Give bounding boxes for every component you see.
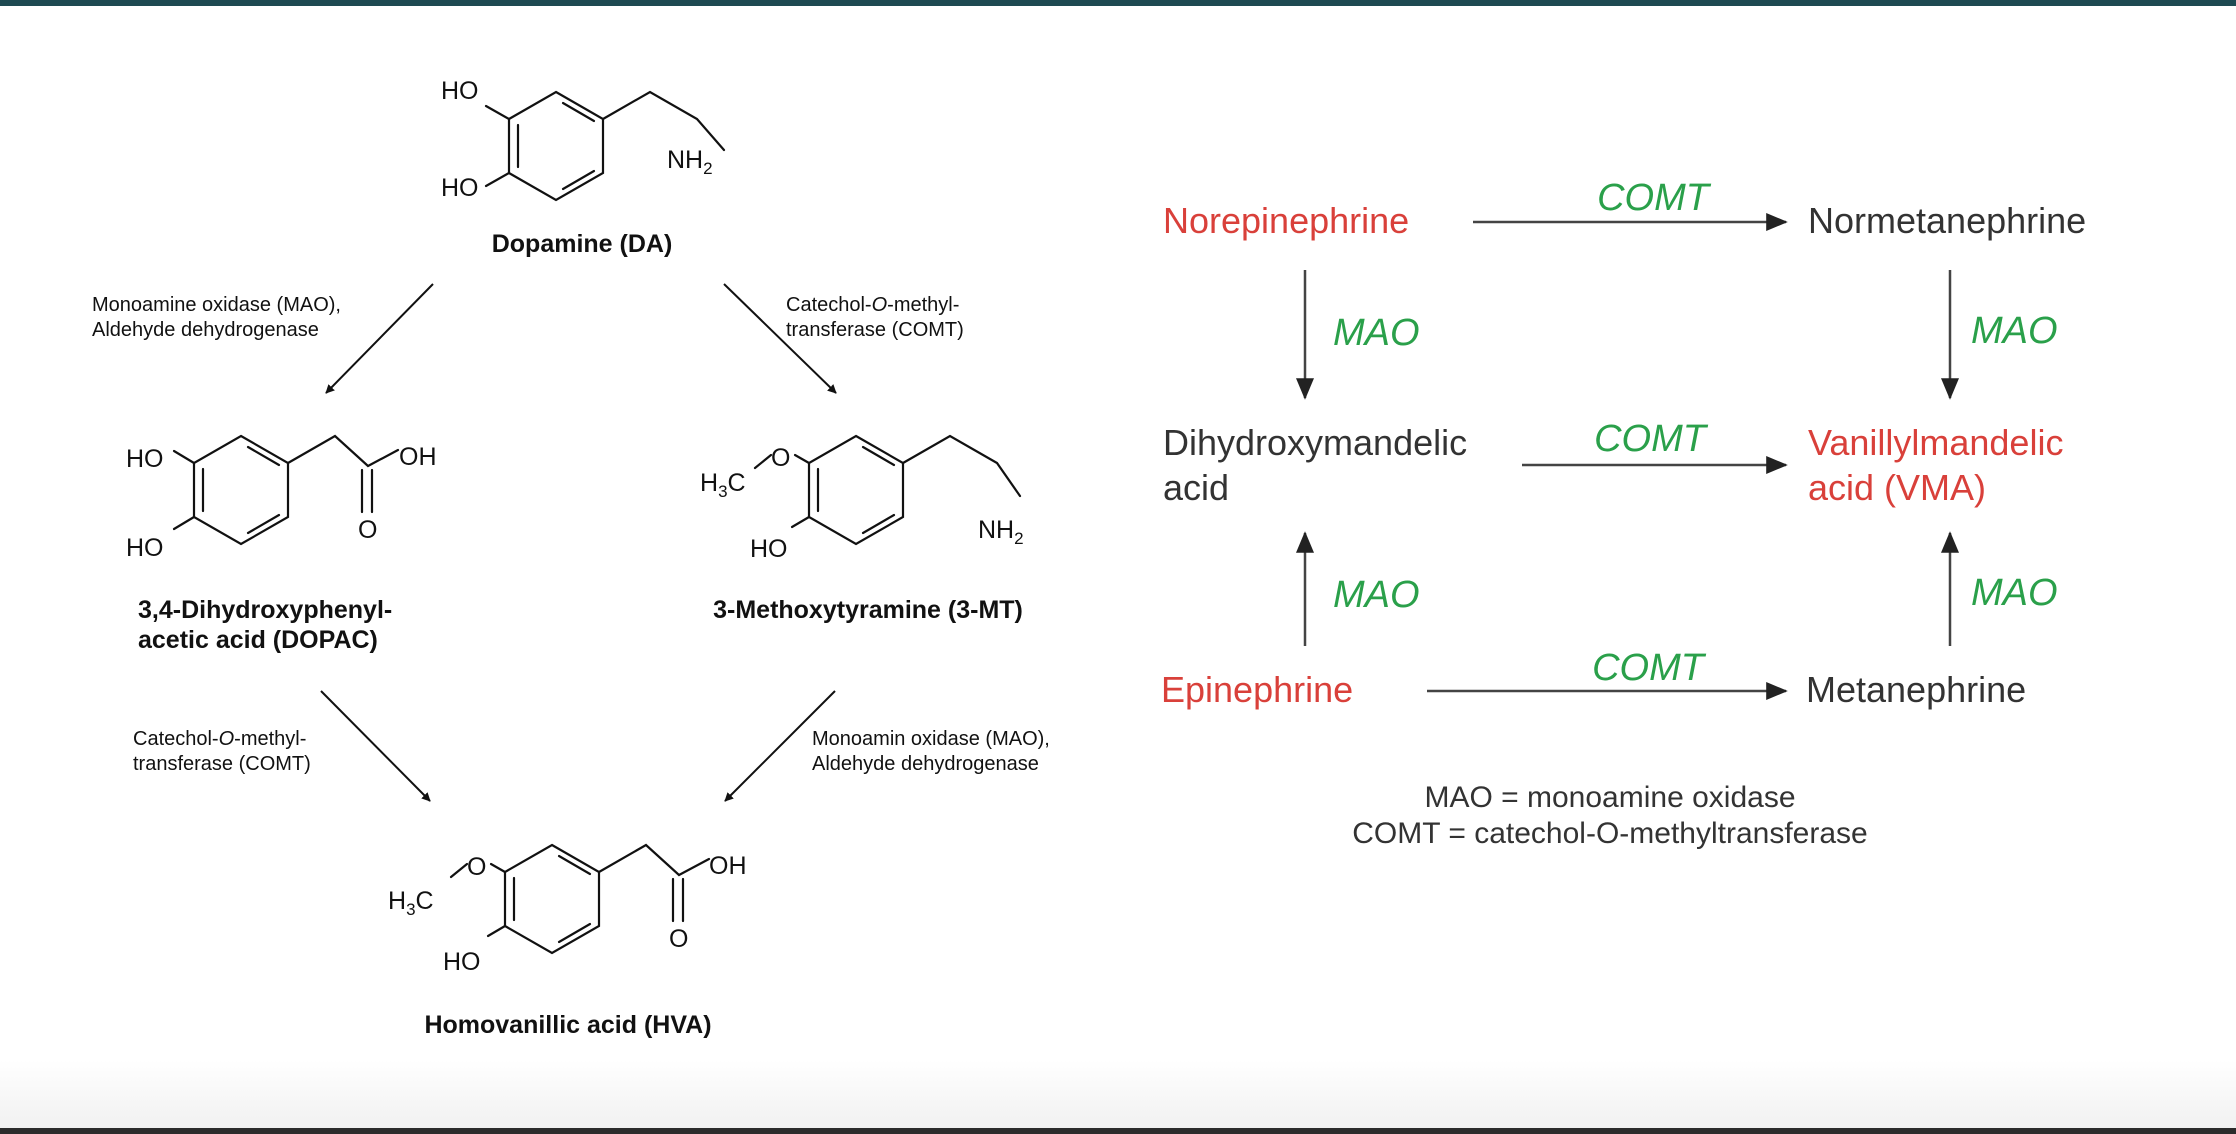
comt-label-top: COMT xyxy=(1597,177,1712,219)
dhma-label-line1: Dihydroxymandelic xyxy=(1163,422,1467,463)
3mt-ho: HO xyxy=(750,535,788,563)
svg-text:H3C: H3C xyxy=(388,887,434,919)
vma-label-line1: Vanillylmandelic xyxy=(1808,422,2063,463)
hva-label: Homovanillic acid (HVA) xyxy=(424,1011,711,1039)
mao-step-1-line1: Monoamine oxidase (MAO), xyxy=(92,294,341,316)
3mt-label: 3-Methoxytyramine (3-MT) xyxy=(713,596,1023,624)
dopac-ho-top: HO xyxy=(126,445,164,473)
hva-o: O xyxy=(669,925,688,953)
svg-text:H3C: H3C xyxy=(700,469,746,501)
epinephrine-label: Epinephrine xyxy=(1161,669,1353,710)
dopac-label-line1: 3,4-Dihydroxyphenyl- xyxy=(138,596,392,624)
dopac-label-line2: acetic acid (DOPAC) xyxy=(138,626,378,654)
3mt-c: C xyxy=(728,469,746,497)
svg-text:NH2: NH2 xyxy=(667,146,713,178)
dopamine-nh-sub: 2 xyxy=(703,159,712,178)
arrow-da-to-dopac xyxy=(325,283,434,394)
mao-label-bottom-left: MAO xyxy=(1333,574,1420,616)
dopamine-nh: NH xyxy=(667,146,703,174)
hva-ho: HO xyxy=(443,948,481,976)
comt-step-1-line1: Catechol-O-methyl- xyxy=(786,294,959,316)
comt-label-bottom: COMT xyxy=(1592,647,1707,689)
3mt-o: O xyxy=(771,444,790,472)
legend-line-2: COMT = catechol-O-methyltransferase xyxy=(1352,817,1867,850)
3mt-nh: NH xyxy=(978,516,1014,544)
mao-label-top-left: MAO xyxy=(1333,312,1420,354)
mao-label-top-right: MAO xyxy=(1971,310,2058,352)
dhma-label-line2: acid xyxy=(1163,467,1229,508)
3mt-h: H xyxy=(700,469,718,497)
top-frame-bar xyxy=(0,0,2236,6)
legend-line-1: MAO = monoamine oxidase xyxy=(1424,781,1795,814)
3mt-structure: H3C O HO NH2 xyxy=(700,434,1024,563)
dopamine-label: Dopamine (DA) xyxy=(492,230,673,258)
mao-label-bottom-right: MAO xyxy=(1971,572,2058,614)
vma-label-line2: acid (VMA) xyxy=(1808,467,1986,508)
mao-step-2-line1: Monoamin oxidase (MAO), xyxy=(812,728,1050,750)
metanephrine-label: Metanephrine xyxy=(1806,669,2026,710)
hva-c: C xyxy=(416,887,434,915)
normetanephrine-label: Normetanephrine xyxy=(1808,200,2086,241)
3mt-nh-sub: 2 xyxy=(1014,529,1023,548)
svg-text:NH2: NH2 xyxy=(978,516,1024,548)
comt-step-1-line2: transferase (COMT) xyxy=(786,319,964,341)
bottom-shade xyxy=(0,1060,2236,1128)
mao-step-1-line2: Aldehyde dehydrogenase xyxy=(92,319,319,341)
comt-step-2-line2: transferase (COMT) xyxy=(133,753,311,775)
hva-structure: H3C O HO OH O xyxy=(388,843,747,976)
hva-h: H xyxy=(388,887,406,915)
comt-step-2-line1: Catechol-O-methyl- xyxy=(133,728,306,750)
dopac-ho-bottom: HO xyxy=(126,534,164,562)
mao-step-2-line2: Aldehyde dehydrogenase xyxy=(812,753,1039,775)
hva-oh: OH xyxy=(709,852,747,880)
dopamine-ho-bottom: HO xyxy=(441,174,479,202)
bottom-frame-bar xyxy=(0,1128,2236,1134)
dopac-oh: OH xyxy=(399,443,437,471)
arrow-dopac-to-hva xyxy=(320,690,431,802)
dopamine-ho-top: HO xyxy=(441,77,479,105)
arrow-3mt-to-hva xyxy=(724,690,836,802)
comt-label-middle: COMT xyxy=(1594,418,1709,460)
dopac-structure: HO HO OH O xyxy=(126,434,437,562)
dopamine-structure: HO HO NH2 xyxy=(441,77,726,202)
3mt-h-sub: 3 xyxy=(718,482,727,501)
hva-o-methoxy: O xyxy=(467,853,486,881)
norepinephrine-label: Norepinephrine xyxy=(1163,200,1409,241)
dopac-o: O xyxy=(358,516,377,544)
arrow-da-to-3mt xyxy=(723,283,837,394)
hva-h-sub: 3 xyxy=(406,900,415,919)
